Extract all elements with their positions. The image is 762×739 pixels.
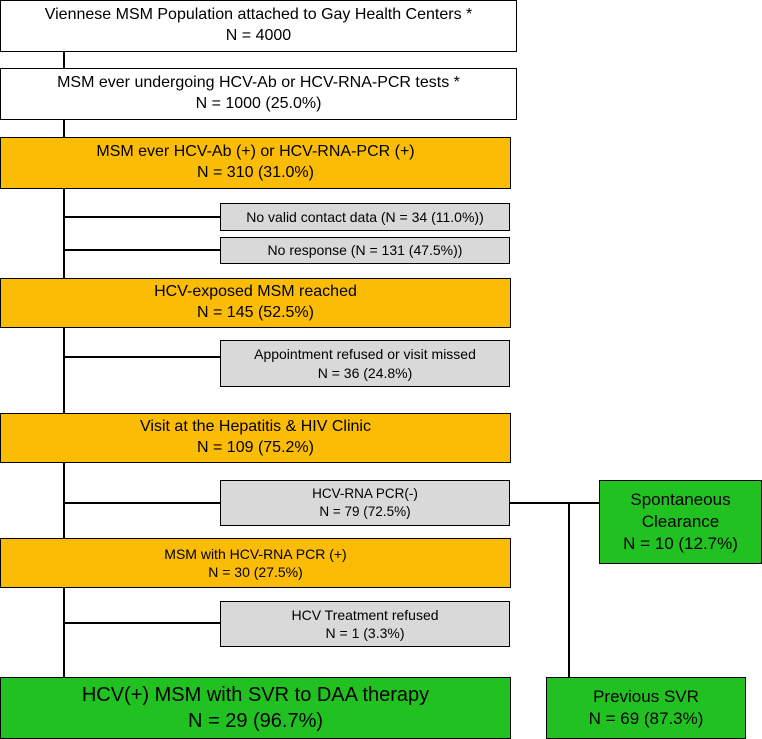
no-response-label: No response (N = 131 (47.5%)) [267, 242, 463, 259]
positive-box: MSM ever HCV-Ab (+) or HCV-RNA-PCR (+) N… [0, 137, 511, 189]
branch-no-contact [63, 216, 220, 218]
reached-box: HCV-exposed MSM reached N = 145 (52.5%) [0, 278, 511, 328]
refused-visit-box: Appointment refused or visit missed N = … [220, 340, 510, 387]
pcr-negative-label: HCV-RNA PCR(-) [312, 486, 418, 502]
trunk-line [63, 52, 65, 677]
treat-refused-label: HCV Treatment refused [291, 606, 439, 623]
population-count: N = 4000 [225, 27, 292, 44]
spontaneous-label-1: Spontaneous [630, 489, 731, 509]
treat-refused-count: N = 1 (3.3%) [325, 625, 405, 641]
refused-visit-count: N = 36 (24.8%) [317, 364, 413, 381]
no-contact-label: No valid contact data (N = 34 (11.0%)) [246, 208, 484, 225]
spontaneous-box: Spontaneous Clearance N = 10 (12.7%) [599, 480, 762, 564]
branch-pcr-negative [63, 502, 220, 504]
branch-no-response [63, 249, 220, 251]
previous-svr-drop-line [568, 502, 570, 677]
refused-visit-label: Appointment refused or visit missed [254, 346, 476, 363]
previous-svr-title: Previous SVR [593, 686, 699, 706]
treat-refused-box: HCV Treatment refused N = 1 (3.3%) [220, 601, 510, 647]
spontaneous-count: N = 10 (12.7%) [623, 534, 738, 554]
tested-title: MSM ever undergoing HCV-Ab or HCV-RNA-PC… [57, 74, 460, 92]
visit-box: Visit at the Hepatitis & HIV Clinic N = … [0, 413, 511, 463]
svr-daa-title: HCV(+) MSM with SVR to DAA therapy [81, 684, 430, 706]
visit-title: Visit at the Hepatitis & HIV Clinic [140, 418, 371, 436]
previous-svr-box: Previous SVR N = 69 (87.3%) [546, 677, 746, 739]
tested-count: N = 1000 (25.0%) [195, 95, 322, 112]
pcr-positive-box: MSM with HCV-RNA PCR (+) N = 30 (27.5%) [0, 538, 511, 588]
pcr-negative-right-line [509, 502, 599, 504]
branch-treat-refused [63, 622, 220, 624]
pcr-positive-count: N = 30 (27.5%) [208, 564, 303, 580]
tested-box: MSM ever undergoing HCV-Ab or HCV-RNA-PC… [0, 68, 517, 120]
population-box: Viennese MSM Population attached to Gay … [0, 0, 517, 52]
pcr-negative-box: HCV-RNA PCR(-) N = 79 (72.5%) [220, 480, 510, 526]
svr-daa-box: HCV(+) MSM with SVR to DAA therapy N = 2… [0, 677, 511, 739]
positive-count: N = 310 (31.0%) [197, 164, 314, 181]
population-title: Viennese MSM Population attached to Gay … [44, 6, 473, 24]
branch-refused-visit [63, 356, 220, 358]
previous-svr-count: N = 69 (87.3%) [588, 709, 704, 728]
reached-count: N = 145 (52.5%) [197, 304, 314, 321]
pcr-positive-title: MSM with HCV-RNA PCR (+) [164, 545, 347, 562]
no-response-box: No response (N = 131 (47.5%)) [220, 237, 510, 264]
svr-daa-count: N = 29 (96.7%) [187, 710, 324, 732]
pcr-negative-count: N = 79 (72.5%) [319, 504, 411, 519]
spontaneous-label-2: Clearance [641, 511, 720, 531]
positive-title: MSM ever HCV-Ab (+) or HCV-RNA-PCR (+) [96, 143, 415, 161]
reached-title: HCV-exposed MSM reached [154, 283, 357, 301]
no-contact-box: No valid contact data (N = 34 (11.0%)) [220, 203, 510, 231]
visit-count: N = 109 (75.2%) [197, 439, 314, 456]
